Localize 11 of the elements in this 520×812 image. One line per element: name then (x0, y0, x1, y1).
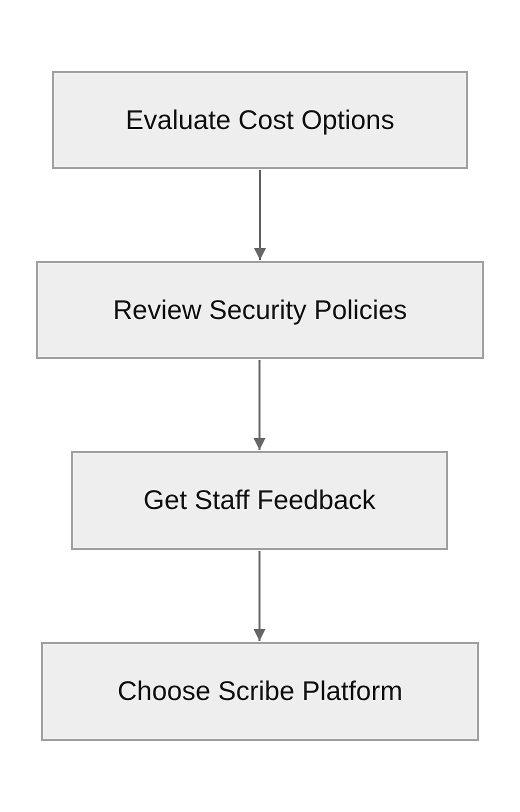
step-label: Evaluate Cost Options (126, 104, 394, 136)
process-box (41, 642, 479, 741)
arrow (254, 170, 266, 260)
step-label: Get Staff Feedback (143, 484, 376, 517)
arrow (254, 551, 266, 641)
step-label: Review Security Policies (112, 294, 408, 326)
arrow (254, 360, 266, 450)
process-box (71, 451, 448, 550)
process-box (52, 71, 468, 169)
process-box (36, 261, 484, 359)
step-label: Choose Scribe Platform (117, 675, 403, 708)
